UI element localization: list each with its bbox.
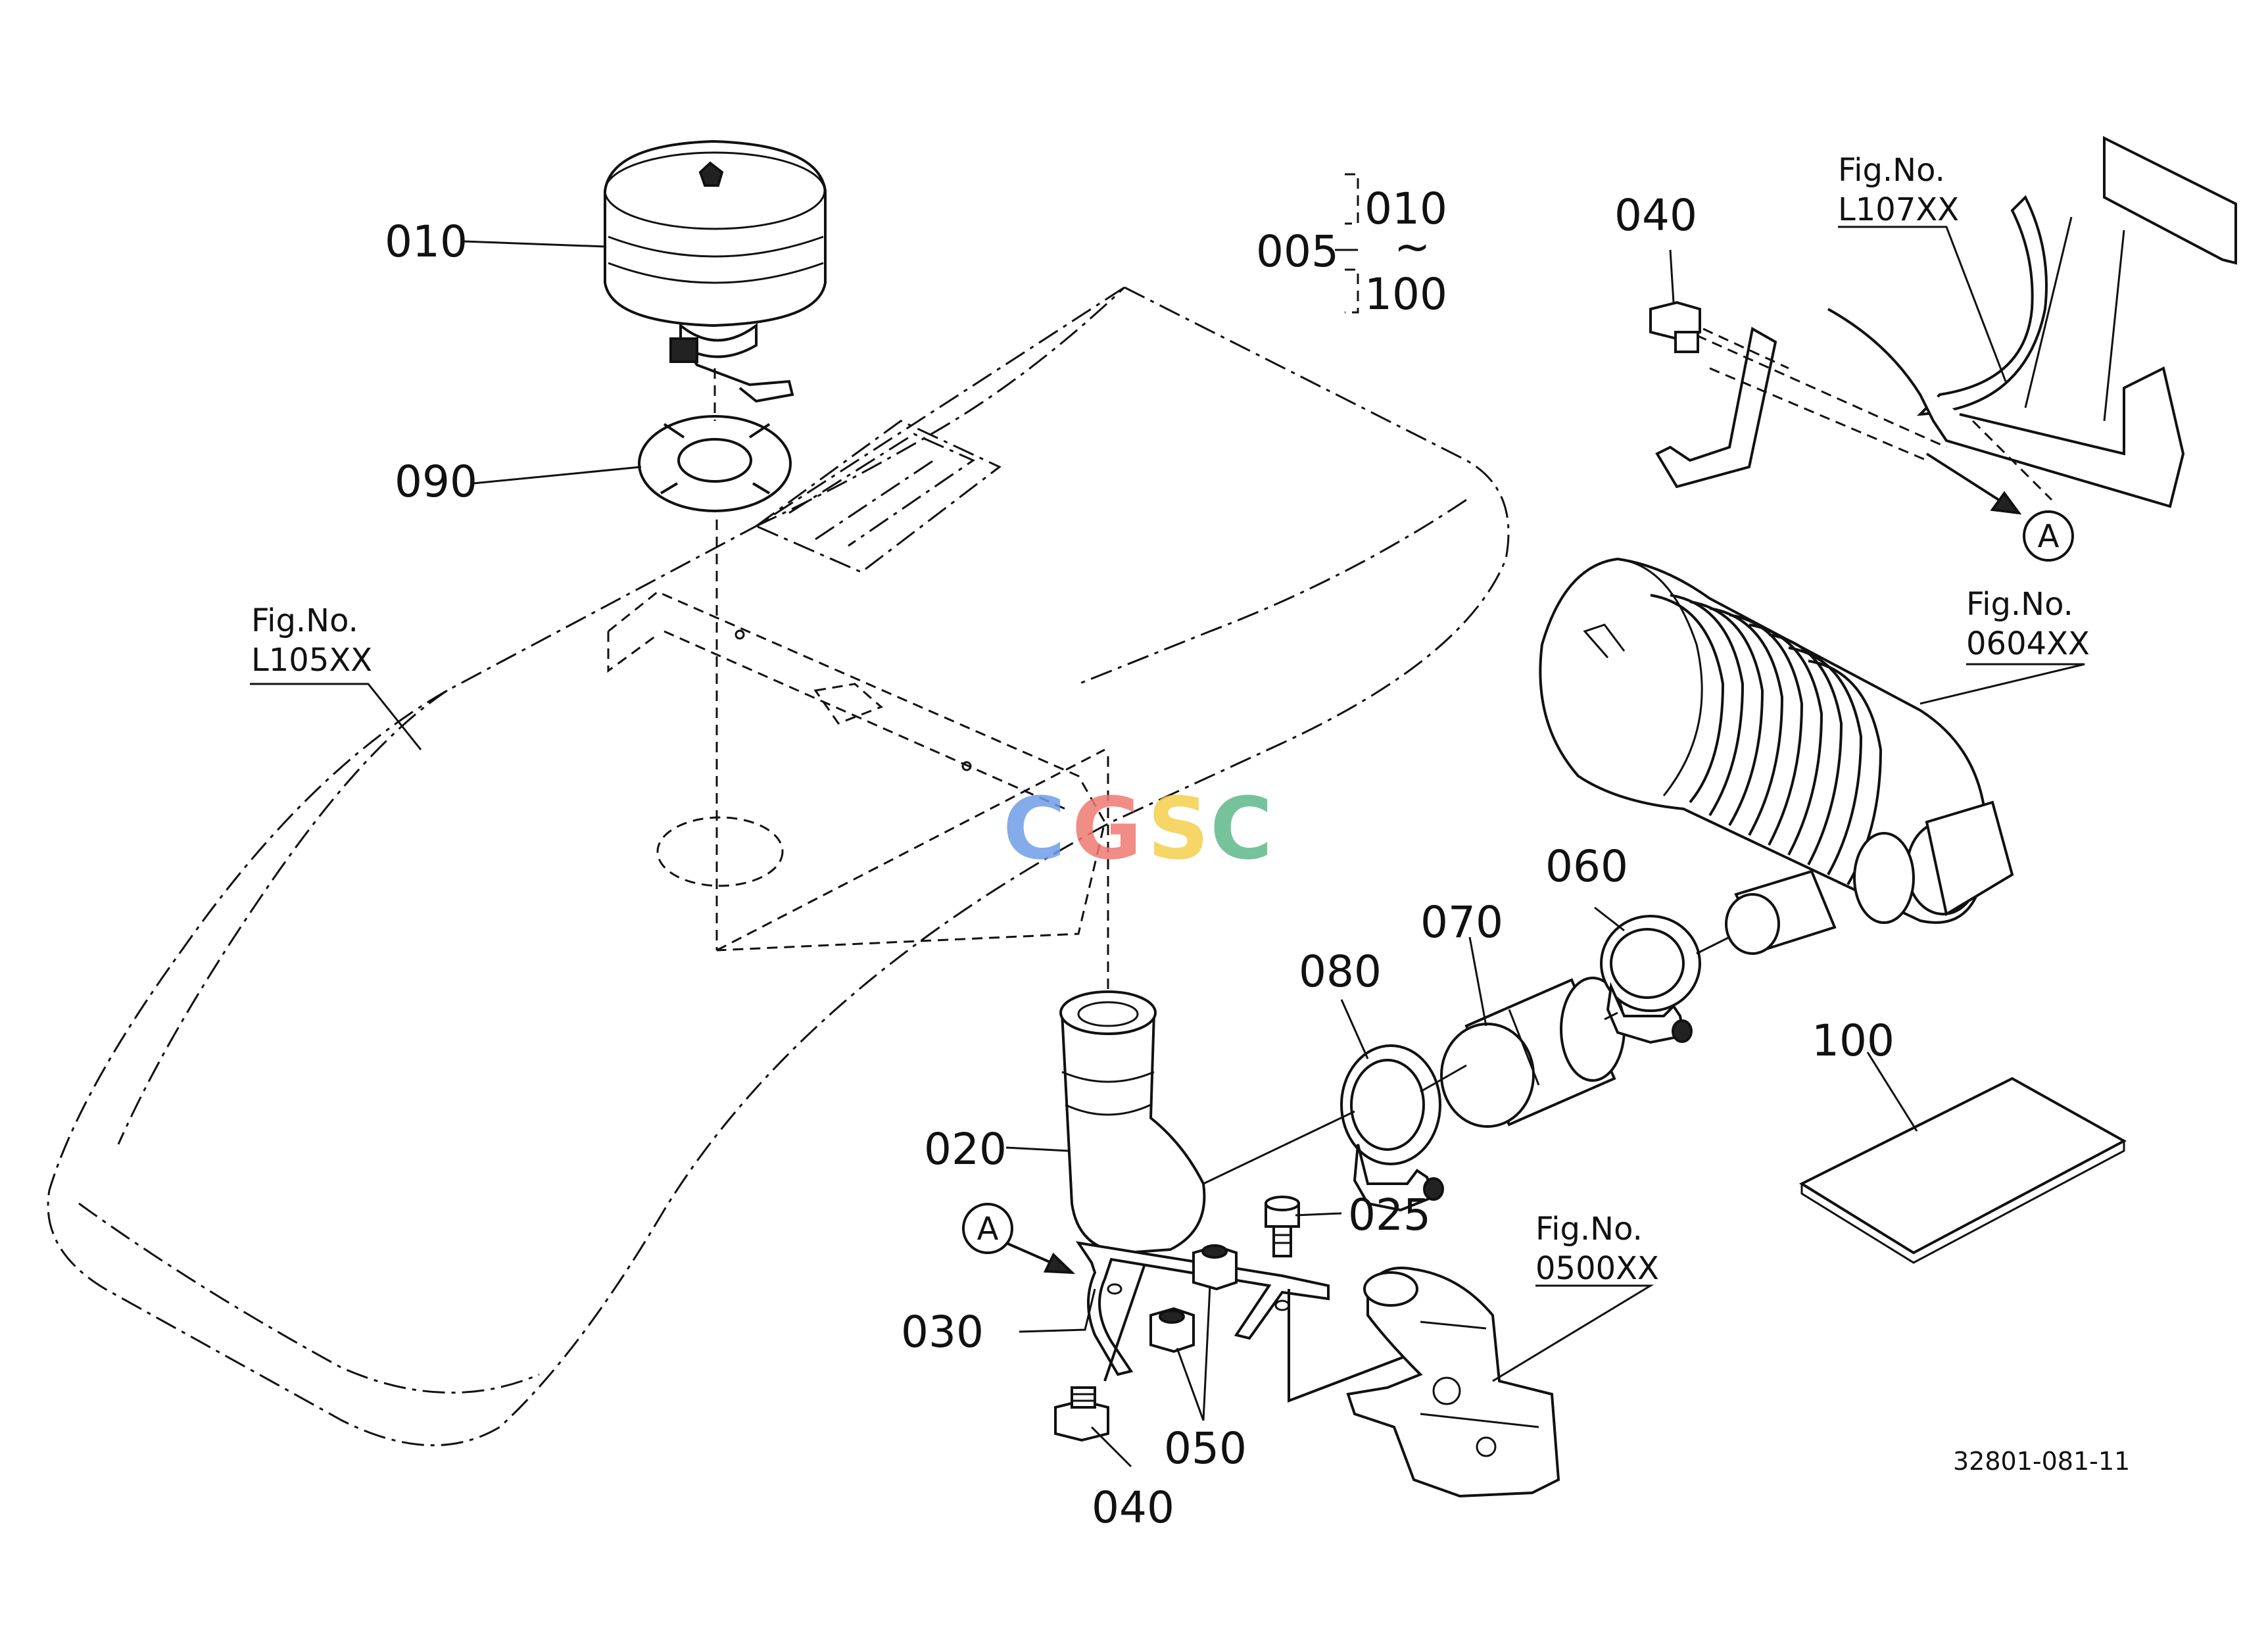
part-label-020: 020 <box>924 1124 1007 1175</box>
fig-ref-l107-label: Fig.No. <box>1838 152 1945 189</box>
watermark: C G S C <box>1003 779 1272 879</box>
fender-outline <box>47 286 1510 1447</box>
precleaner-010 <box>604 139 827 403</box>
air-cleaner-0604 <box>1539 557 2014 955</box>
callout-a-lower: A <box>962 1203 1013 1254</box>
fig-ref-0500-label: Fig.No. <box>1535 1211 1643 1248</box>
fig-ref-0500-code: 0500XX <box>1535 1250 1659 1287</box>
callout-a-upper: A <box>2023 510 2074 562</box>
figure-reference-labels: Fig.No. L105XX Fig.No. L107XX Fig.No. 06… <box>251 152 2090 1287</box>
bolt-025 <box>1265 1196 1300 1257</box>
part-label-100: 100 <box>1812 1015 1894 1066</box>
hose-070 <box>1440 977 1626 1128</box>
elbow-hose-020 <box>1059 756 1206 1255</box>
watermark-letter-c2: C <box>1210 779 1272 879</box>
set-bracket-labels: 005 010 ~ 100 <box>1256 183 1447 320</box>
part-number-labels: 010 090 020 025 030 040 040 050 060 070 … <box>385 190 1894 1533</box>
callout-arrows <box>1005 452 2022 1274</box>
gasket-090 <box>638 368 792 512</box>
fig-ref-l107-code: L107XX <box>1838 191 1959 228</box>
callout-a-lower-letter: A <box>977 1211 999 1248</box>
leader-lines <box>250 226 2085 1468</box>
clamp-080 <box>1340 1044 1444 1212</box>
fig-ref-l105-code: L105XX <box>251 642 372 679</box>
part-label-070: 070 <box>1420 897 1503 948</box>
inner-panel <box>607 520 1106 952</box>
water-pump-0500 <box>1346 1267 1560 1498</box>
clamp-060 <box>1600 915 1701 1044</box>
bolt-040-lower <box>1054 1386 1109 1442</box>
bolt-040-upper <box>1649 301 1789 370</box>
watermark-letter-s: S <box>1147 779 1209 879</box>
fig-ref-l105-label: Fig.No. <box>251 602 358 639</box>
part-label-040-lower: 040 <box>1092 1482 1174 1533</box>
part-label-030: 030 <box>901 1307 984 1357</box>
drawing-code: 32801-081-11 <box>1953 1447 2130 1476</box>
part-label-060: 060 <box>1545 841 1628 892</box>
set-tilde: ~ <box>1394 222 1430 272</box>
callout-a-upper-letter: A <box>2038 518 2060 555</box>
part-label-010: 010 <box>385 216 468 267</box>
fig-ref-0604-label: Fig.No. <box>1966 586 2073 623</box>
set-from-number: 010 <box>1364 183 1447 234</box>
manual-100 <box>1798 1077 2127 1264</box>
part-label-050: 050 <box>1164 1423 1247 1474</box>
watermark-letter-g: G <box>1072 779 1142 879</box>
part-label-080: 080 <box>1299 946 1382 997</box>
part-label-040-upper: 040 <box>1614 190 1697 241</box>
part-label-090: 090 <box>395 456 477 507</box>
nuts-050 <box>1149 1244 1238 1353</box>
watermark-letter-c1: C <box>1003 779 1065 879</box>
fig-ref-0604-code: 0604XX <box>1966 625 2090 662</box>
mount-bracket-l107 <box>1655 135 2237 508</box>
set-number: 005 <box>1256 226 1339 277</box>
part-label-025: 025 <box>1348 1190 1431 1240</box>
set-to-number: 100 <box>1364 269 1447 320</box>
set-bracket-005 <box>1335 173 1359 314</box>
hood-channel <box>754 420 1001 573</box>
